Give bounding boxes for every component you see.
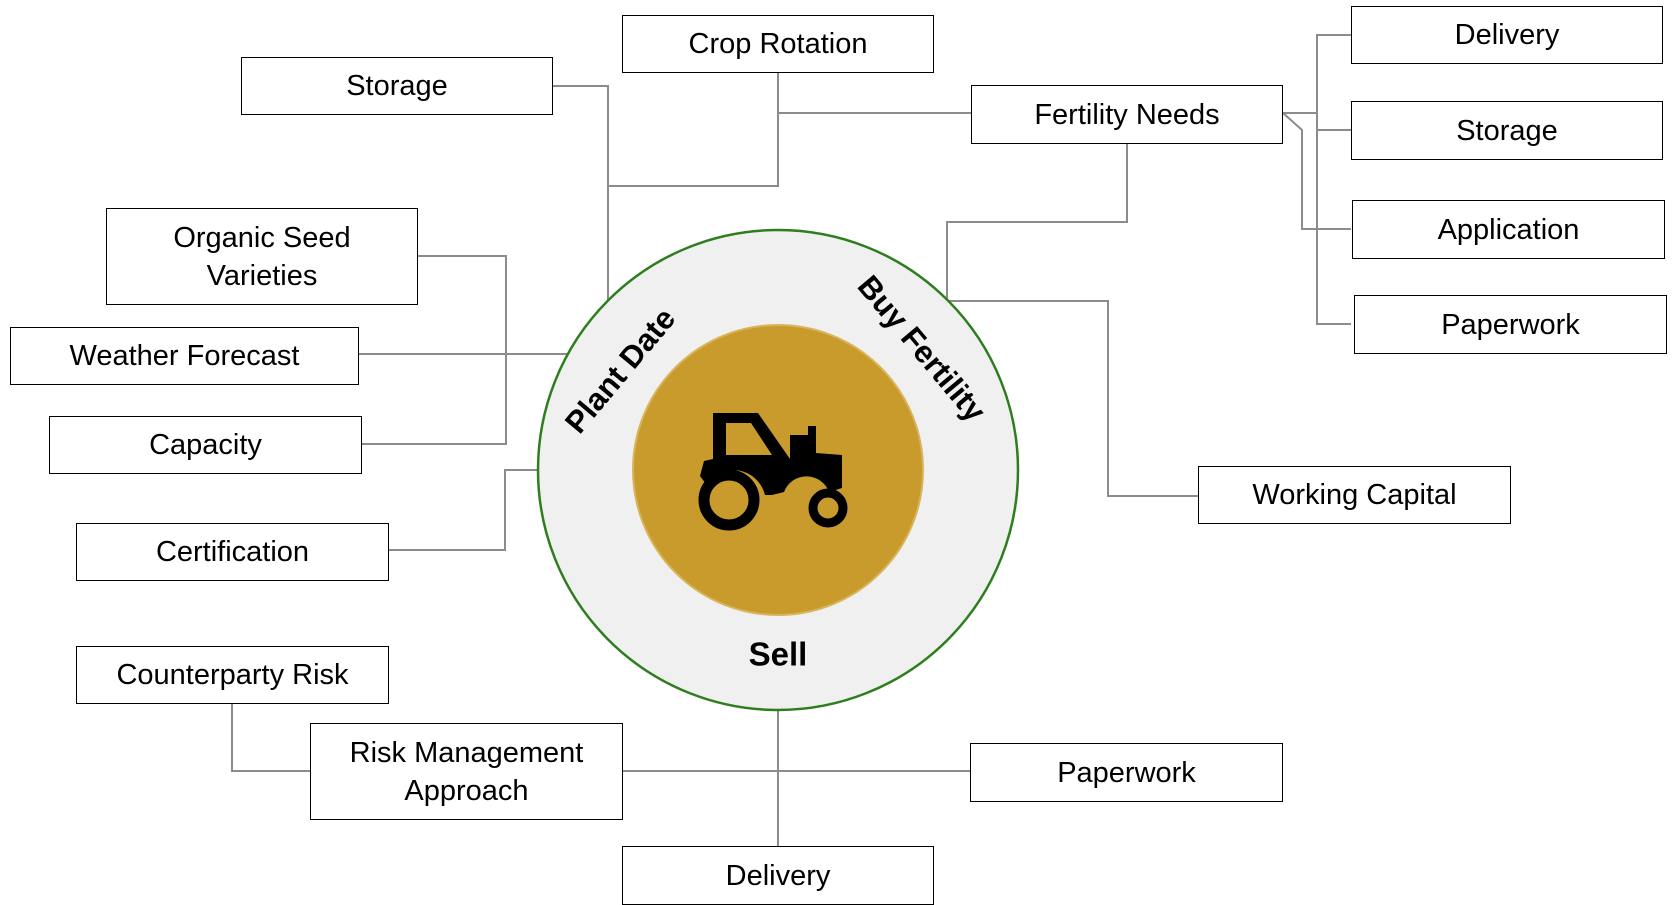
connector-application: [1282, 112, 1351, 230]
box-paperwork-sell: Paperwork: [970, 743, 1283, 802]
box-paperwork-fertility: Paperwork: [1354, 295, 1667, 354]
connector-certification: [388, 469, 540, 551]
box-certification: Certification: [76, 523, 389, 581]
box-fertility-needs: Fertility Needs: [971, 85, 1283, 144]
box-storage-plant: Storage: [241, 57, 553, 115]
box-weather-forecast: Weather Forecast: [10, 327, 359, 385]
box-capacity: Capacity: [49, 416, 362, 474]
box-risk-management: Risk Management Approach: [310, 723, 623, 820]
box-application: Application: [1352, 200, 1665, 259]
connector-fertility-ring: [946, 144, 1128, 300]
box-storage-fertility: Storage: [1351, 101, 1663, 160]
box-delivery-sell: Delivery: [622, 846, 934, 905]
box-working-capital: Working Capital: [1198, 466, 1511, 524]
connector-storage: [552, 85, 609, 300]
box-crop-rotation: Crop Rotation: [622, 15, 934, 73]
box-organic-seed: Organic Seed Varieties: [106, 208, 418, 305]
connector-crop-rotation: [608, 73, 779, 187]
connector-counterparty: [231, 704, 310, 772]
box-counterparty-risk: Counterparty Risk: [76, 646, 389, 704]
segment-sell: Sell: [749, 636, 808, 673]
connector-organic-seed: [362, 255, 507, 445]
connector-working-capital: [947, 300, 1198, 497]
box-delivery-fertility: Delivery: [1351, 6, 1663, 64]
tractor-icon: [698, 413, 848, 531]
connector-fertility-bracket: [1316, 34, 1351, 325]
